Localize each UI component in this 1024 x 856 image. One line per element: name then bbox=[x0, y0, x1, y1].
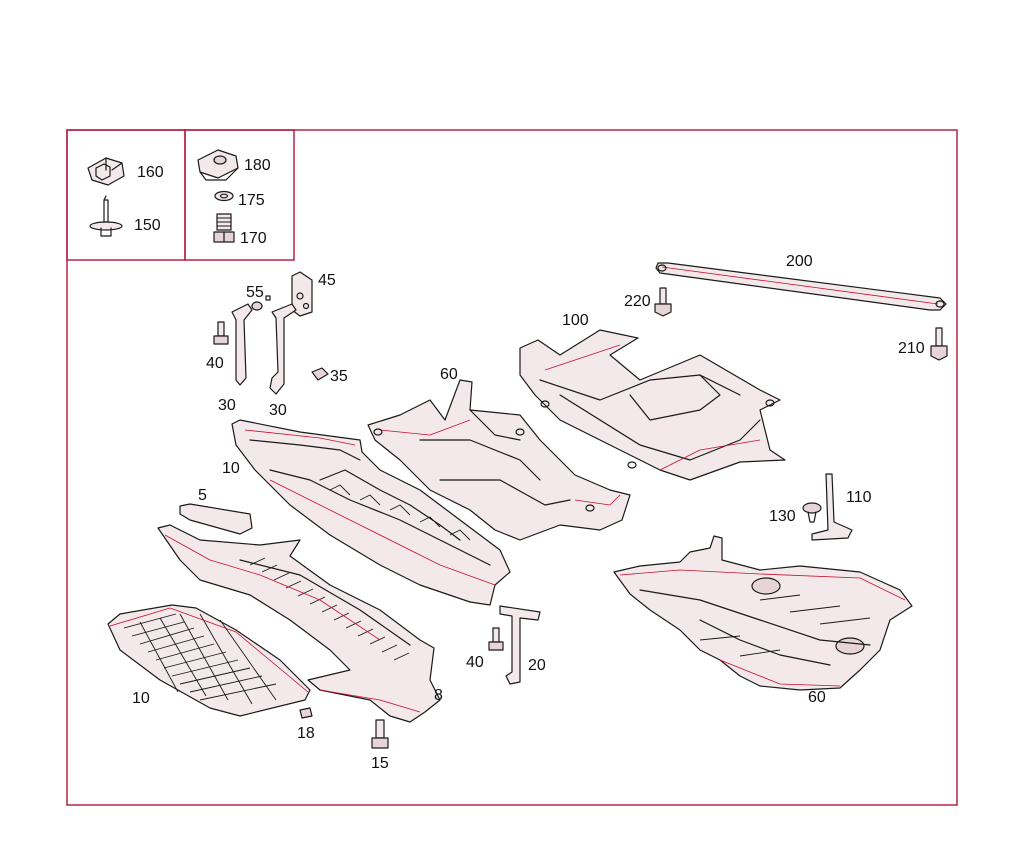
bolt-15 bbox=[371, 719, 389, 749]
callout-20: 20 bbox=[528, 657, 546, 674]
callout-60-upper: 60 bbox=[440, 366, 458, 383]
underbody-panel-60-upper bbox=[367, 379, 631, 541]
bolt-220 bbox=[654, 287, 672, 317]
callout-45: 45 bbox=[318, 272, 336, 289]
nut-18 bbox=[299, 707, 313, 719]
legend-label-160: 160 bbox=[137, 164, 164, 181]
splash-shield-8 bbox=[157, 524, 441, 723]
callout-40-upper: 40 bbox=[206, 355, 224, 372]
callout-220: 220 bbox=[624, 293, 651, 310]
hex-bolt-icon bbox=[213, 213, 235, 243]
callout-130: 130 bbox=[769, 508, 796, 525]
legend-label-180: 180 bbox=[244, 157, 271, 174]
callout-15: 15 bbox=[371, 755, 389, 772]
underbody-panel-60-lower bbox=[613, 535, 913, 691]
support-bracket-30-right bbox=[265, 295, 297, 395]
bracket-110 bbox=[811, 473, 853, 541]
spring-nut-icon bbox=[197, 149, 239, 181]
diagram-frame bbox=[66, 129, 958, 806]
washer-icon bbox=[214, 190, 234, 202]
bolt-40-upper bbox=[213, 321, 229, 345]
callout-55: 55 bbox=[246, 284, 264, 301]
grid-panel-10-lower bbox=[107, 604, 311, 717]
callout-10-lower: 10 bbox=[132, 690, 150, 707]
callout-100: 100 bbox=[562, 312, 589, 329]
support-bracket-30-left bbox=[231, 303, 253, 386]
clip-35 bbox=[311, 367, 329, 381]
callout-40-lower: 40 bbox=[466, 654, 484, 671]
bolt-210 bbox=[930, 327, 948, 361]
legend-label-175: 175 bbox=[238, 192, 265, 209]
underbody-panel-100 bbox=[519, 329, 786, 481]
callout-60-lower: 60 bbox=[808, 689, 826, 706]
callout-35: 35 bbox=[330, 368, 348, 385]
legend-box-2 bbox=[184, 129, 295, 261]
callout-200: 200 bbox=[786, 253, 813, 270]
clip-nut-icon bbox=[87, 157, 125, 186]
bolt-40-lower bbox=[488, 627, 504, 651]
clip-130 bbox=[802, 502, 822, 523]
callout-30-left: 30 bbox=[218, 397, 236, 414]
clip-55 bbox=[251, 301, 263, 311]
callout-5: 5 bbox=[198, 487, 207, 504]
bracket-5 bbox=[179, 503, 253, 535]
callout-30-right: 30 bbox=[269, 402, 287, 419]
callout-18: 18 bbox=[297, 725, 315, 742]
callout-110: 110 bbox=[846, 489, 872, 506]
legend-label-150: 150 bbox=[134, 217, 161, 234]
legend-box-1 bbox=[66, 129, 186, 261]
callout-210: 210 bbox=[898, 340, 925, 357]
cross-strut bbox=[655, 262, 947, 311]
callout-8: 8 bbox=[434, 687, 443, 704]
engine-cover-panel-10 bbox=[231, 419, 511, 606]
legend-label-170: 170 bbox=[240, 230, 267, 247]
callout-10-upper: 10 bbox=[222, 460, 240, 477]
push-rivet-icon bbox=[89, 195, 123, 237]
bracket-20 bbox=[499, 605, 541, 685]
